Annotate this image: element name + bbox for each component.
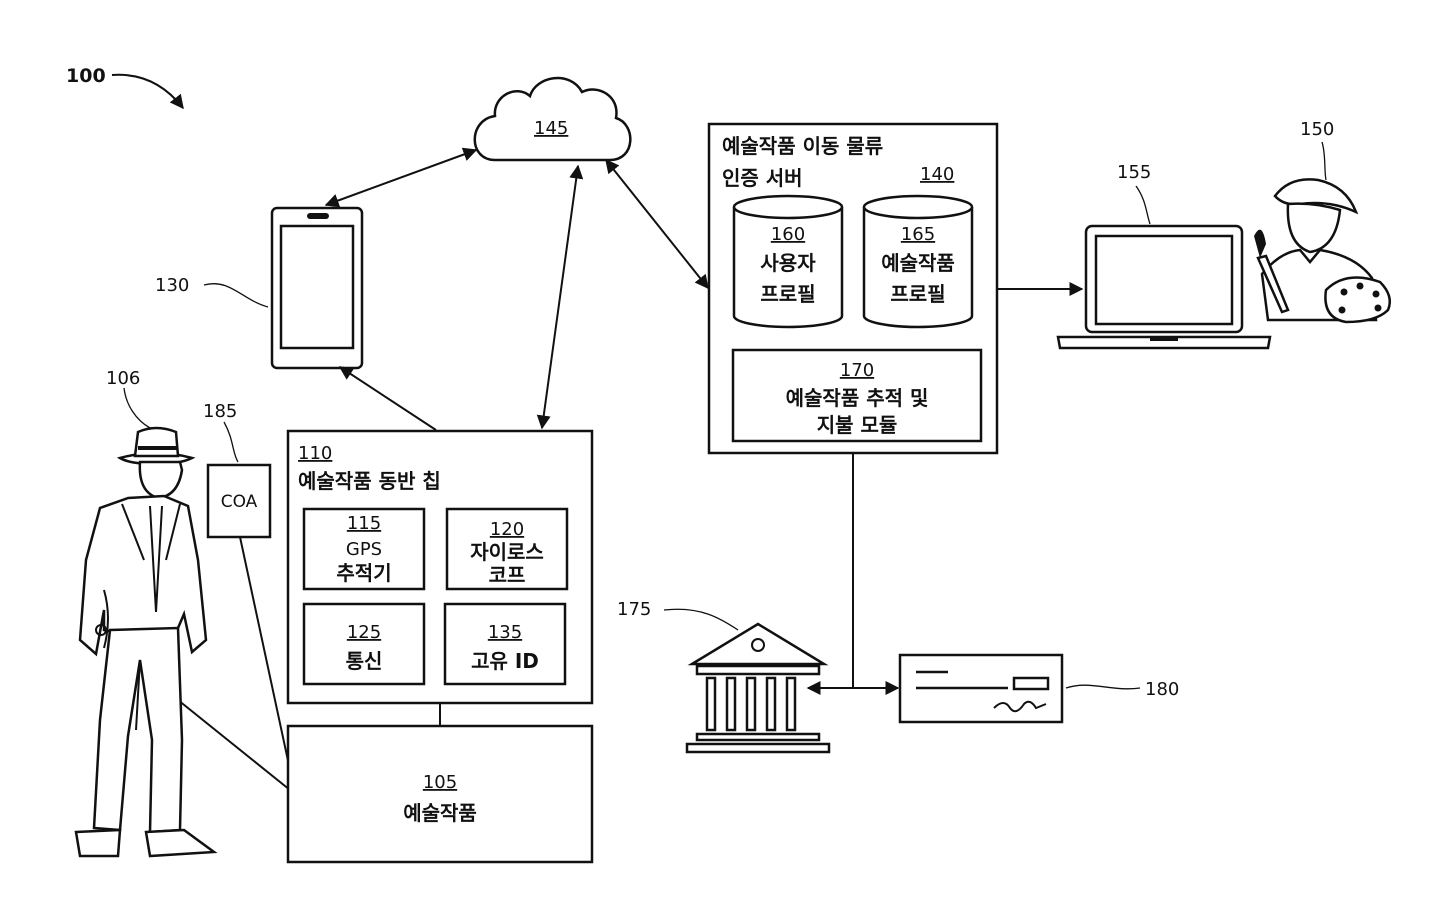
svg-text:지불 모듈: 지불 모듈 [817, 413, 898, 437]
figure-label: 100 [66, 65, 183, 108]
svg-text:프로필: 프로필 [890, 282, 945, 306]
artist-ref: 150 [1300, 119, 1334, 140]
user-profile-database: 160 사용자 프로필 [734, 196, 842, 327]
bank-icon: 175 [617, 599, 829, 752]
svg-text:165: 165 [901, 224, 935, 245]
check-payment-icon: 180 [900, 655, 1179, 722]
server-ref: 140 [920, 164, 954, 185]
check-ref: 180 [1145, 679, 1179, 700]
artist-figure: 150 [1254, 119, 1390, 322]
bank-ref: 175 [617, 599, 651, 620]
artwork-ref: 105 [423, 772, 457, 793]
svg-text:GPS: GPS [346, 539, 382, 560]
svg-text:통신: 통신 [346, 649, 383, 673]
svg-text:115: 115 [347, 513, 381, 534]
svg-text:예술작품: 예술작품 [881, 251, 955, 275]
artwork-companion-chip: 110 예술작품 동반 칩 115 GPS 추적기 120 자이로스 코프 12… [288, 431, 592, 703]
cloud-network-icon: 145 [475, 78, 631, 160]
server-title-line1: 예술작품 이동 물류 [722, 134, 883, 158]
svg-text:160: 160 [771, 224, 805, 245]
laptop-icon: 155 [1058, 162, 1270, 348]
collector-artwork-link [178, 700, 290, 790]
cloud-server-link [606, 160, 708, 288]
mobile-device-icon: 130 [155, 208, 362, 368]
svg-text:자이로스: 자이로스 [470, 540, 544, 564]
server-title-line2: 인증 서버 [722, 166, 803, 190]
coa-label: COA [221, 492, 258, 512]
collector-figure: 106 [76, 368, 214, 856]
chip-ref: 110 [298, 443, 332, 464]
collector-ref: 106 [106, 368, 140, 389]
chip-cloud-link [542, 166, 578, 428]
svg-text:프로필: 프로필 [760, 282, 815, 306]
svg-text:135: 135 [488, 622, 522, 643]
chip-title: 예술작품 동반 칩 [298, 469, 441, 493]
svg-text:사용자: 사용자 [760, 251, 816, 275]
artwork-box: 105 예술작품 [288, 726, 592, 862]
chip-mobile-link [340, 367, 436, 430]
certificate-of-authenticity: 185 COA [203, 401, 270, 537]
cloud-ref: 145 [534, 118, 568, 139]
laptop-ref: 155 [1117, 162, 1151, 183]
svg-text:예술작품 추적 및: 예술작품 추적 및 [786, 386, 929, 410]
coa-ref: 185 [203, 401, 237, 422]
artwork-profile-database: 165 예술작품 프로필 [864, 196, 972, 327]
coa-artwork-link [240, 537, 290, 770]
artwork-label: 예술작품 [403, 801, 477, 825]
mobile-ref: 130 [155, 275, 189, 296]
svg-text:추적기: 추적기 [336, 561, 391, 585]
svg-text:170: 170 [840, 360, 874, 381]
authentication-server: 예술작품 이동 물류 인증 서버 140 160 사용자 프로필 165 예술작… [709, 124, 997, 453]
svg-text:125: 125 [347, 622, 381, 643]
mobile-cloud-link [326, 150, 476, 205]
svg-text:코프: 코프 [489, 563, 526, 587]
svg-text:고유 ID: 고유 ID [471, 649, 539, 673]
svg-text:100: 100 [66, 65, 106, 87]
svg-text:120: 120 [490, 519, 524, 540]
